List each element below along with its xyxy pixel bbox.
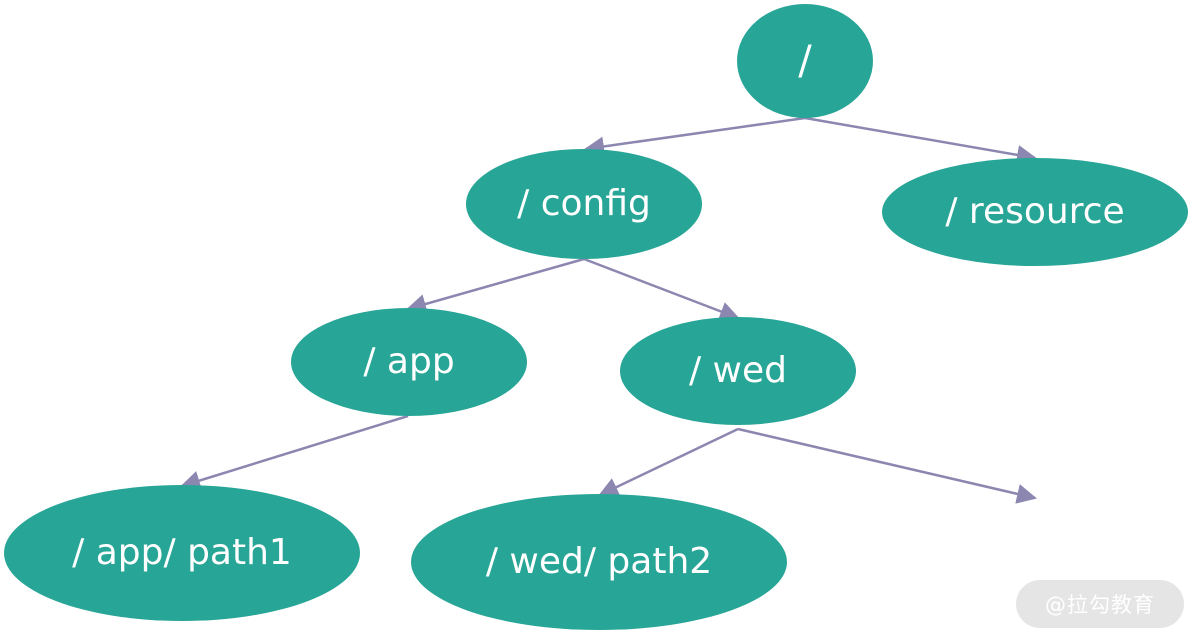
node-config: / config (466, 149, 702, 259)
node-root: / (737, 4, 873, 118)
node-wed-label: / wed (688, 350, 787, 391)
edge-root-resource (804, 116, 1037, 165)
node-wed-path2-label: / wed/ path2 (485, 541, 713, 582)
node-resource-label: / resource (945, 191, 1125, 232)
node-app-path1-label: / app/ path1 (72, 532, 292, 573)
node-resource: / resource (882, 158, 1188, 266)
node-wed: / wed (620, 317, 856, 425)
edge-config-wed (583, 257, 740, 321)
node-app-path1: / app/ path1 (4, 485, 360, 621)
edge-app-path1 (180, 414, 409, 491)
node-wed-path2: / wed/ path2 (411, 494, 787, 630)
edge-wed-more (737, 427, 1037, 504)
edge-config-app (406, 257, 585, 314)
watermark-text: @拉勾教育 (1045, 593, 1155, 617)
edge-root-config (584, 116, 806, 157)
node-root-label: / (798, 38, 812, 84)
node-app: / app (291, 308, 527, 416)
node-app-label: / app (363, 341, 455, 382)
edge-wed-path2 (598, 427, 739, 497)
node-config-label: / config (517, 183, 651, 224)
watermark: @拉勾教育 (1016, 580, 1184, 628)
